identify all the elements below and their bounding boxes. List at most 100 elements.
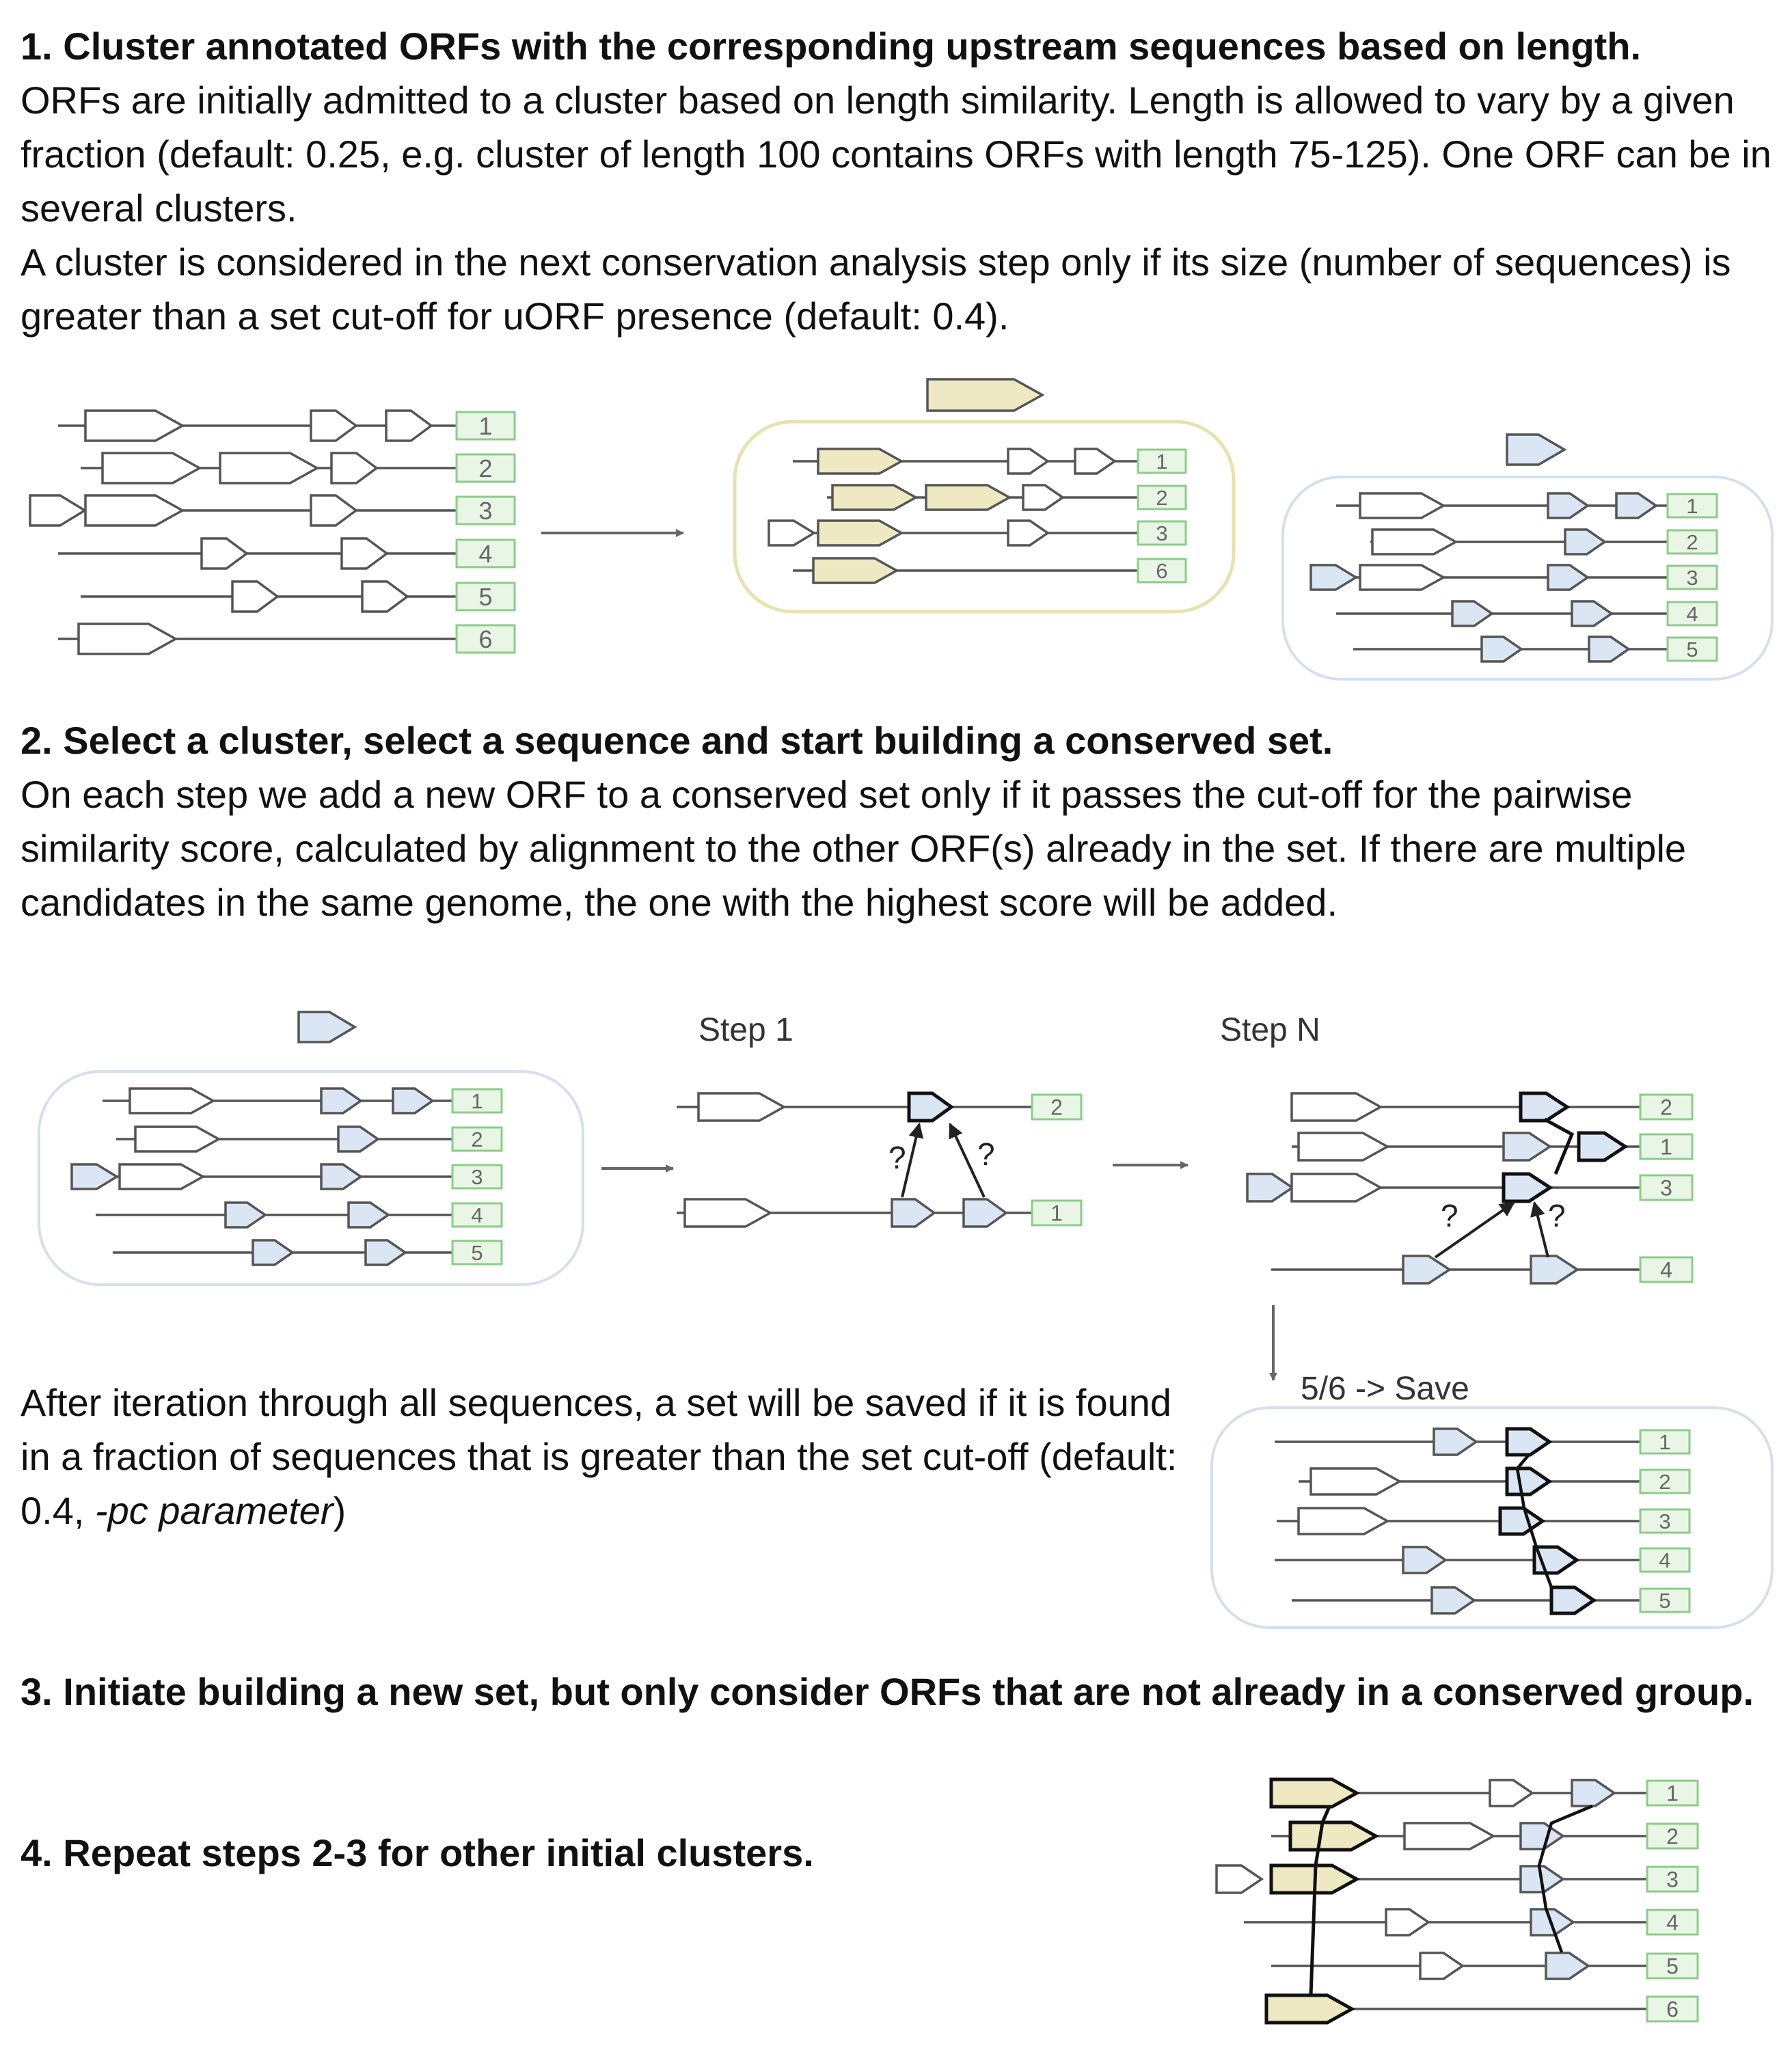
sequence-number: 3 <box>1659 1509 1670 1533</box>
orf-arrow <box>1402 1255 1452 1285</box>
orf-arrow <box>1359 492 1446 519</box>
orf-arrow <box>134 1125 221 1153</box>
sequence-number-box <box>1137 448 1187 474</box>
orf-arrow <box>831 484 919 511</box>
sequence-number-box <box>1646 1822 1699 1850</box>
orf-arrow <box>1502 1132 1553 1162</box>
sequence-number-box <box>1666 636 1718 662</box>
sequence-number-box <box>1639 1133 1694 1160</box>
sequence-number-box <box>1666 564 1718 590</box>
sequence-number-box <box>1639 1468 1691 1494</box>
orf-arrow <box>768 519 817 547</box>
orf-arrow <box>1615 492 1659 519</box>
orf-arrow <box>697 1092 787 1122</box>
save-note-text: After iteration through all sequences, a… <box>21 1381 1178 1532</box>
question-mark: ? <box>977 1136 995 1172</box>
sequence-number-box <box>1639 1547 1691 1573</box>
sequence-number-box <box>455 538 516 569</box>
orf-arrow <box>1571 600 1614 627</box>
candidate-arrow <box>1434 1201 1515 1259</box>
step1-heading: 1. Cluster annotated ORFs with the corre… <box>21 25 1642 68</box>
orf-arrow <box>1502 1172 1553 1203</box>
orf-arrow <box>219 452 320 484</box>
sequence-number: 1 <box>471 1089 483 1113</box>
orf-arrow <box>1309 1467 1402 1496</box>
sequence-number: 2 <box>1660 1095 1672 1120</box>
orf-arrow <box>812 557 899 584</box>
saved-set-box <box>1210 1406 1774 1629</box>
orf-arrow <box>77 623 178 655</box>
orf-arrow <box>200 537 249 570</box>
sequence-number-box <box>1639 1508 1691 1534</box>
save-note-close: ) <box>333 1489 347 1532</box>
sequence-number: 4 <box>1666 1911 1679 1935</box>
sequence-number: 5 <box>1686 638 1698 661</box>
sequence-number: 2 <box>1156 486 1167 510</box>
orf-arrow <box>1519 1822 1566 1850</box>
sequence-number-box <box>1666 529 1718 555</box>
orf-arrow <box>891 1198 937 1228</box>
sequence-number-box <box>1646 1952 1699 1980</box>
orf-arrow <box>1564 528 1607 556</box>
sequence-number-box <box>455 582 516 612</box>
sequence-number: 4 <box>1660 1258 1672 1283</box>
orf-arrow <box>1074 448 1117 475</box>
orf-arrow <box>1505 1427 1553 1457</box>
sequence-number-box <box>1639 1587 1691 1613</box>
orf-arrow <box>1246 1173 1295 1203</box>
orf-arrow <box>1480 635 1524 663</box>
sequence-number: 3 <box>1686 566 1698 590</box>
orf-arrow <box>84 409 185 442</box>
conserved-link <box>1543 1117 1575 1175</box>
orf-arrow <box>1547 492 1590 519</box>
orf-arrow <box>340 537 389 570</box>
sequence-number-box <box>1646 1995 1699 2023</box>
candidate-arrow <box>1530 1201 1549 1258</box>
candidate-arrow <box>949 1123 986 1198</box>
sequence-number-box <box>451 1126 503 1152</box>
orf-arrow <box>1505 1466 1553 1496</box>
sequence-number: 5 <box>471 1241 483 1265</box>
candidate-arrow <box>901 1122 924 1198</box>
orf-arrow <box>224 1201 268 1229</box>
orf-arrow <box>347 1201 391 1229</box>
orf-arrow <box>1588 635 1631 663</box>
orf-arrow <box>128 1087 216 1114</box>
save-label: 5/6 -> Save <box>1301 1371 1469 1407</box>
sequence-number: 4 <box>471 1203 483 1227</box>
orf-arrow <box>310 409 358 442</box>
sequence-number: 1 <box>478 412 492 440</box>
orf-arrow <box>1489 1779 1535 1807</box>
sequence-number: 2 <box>471 1127 483 1151</box>
orf-arrow <box>1007 448 1050 475</box>
sequence-number: 1 <box>1686 494 1698 518</box>
orf-arrow <box>925 484 1012 511</box>
orf-arrow <box>1571 1779 1617 1807</box>
sequence-number-box <box>1639 1429 1691 1455</box>
sequence-number-box <box>1666 601 1718 627</box>
orf-arrow <box>1506 433 1567 466</box>
cluster-box-blue <box>1281 476 1774 681</box>
orf-arrow <box>926 378 1045 412</box>
sequence-number: 5 <box>1659 1589 1670 1613</box>
sequence-number: 5 <box>1666 1954 1679 1979</box>
sequence-number-box <box>451 1164 503 1190</box>
sequence-number: 6 <box>1156 559 1167 583</box>
step4-heading: 4. Repeat steps 2-3 for other initial cl… <box>21 1831 814 1874</box>
orf-arrow <box>310 494 358 527</box>
orf-arrow <box>1297 1132 1390 1162</box>
sequence-number-box <box>1639 1256 1694 1283</box>
question-mark: ? <box>1548 1198 1566 1233</box>
question-mark: ? <box>888 1140 906 1175</box>
sequence-number-box <box>1646 1909 1699 1936</box>
sequence-number: 6 <box>478 625 492 653</box>
sequence-number-box <box>1137 484 1187 510</box>
step2-description: On each step we add a new ORF to a conse… <box>21 773 1687 924</box>
orf-arrow <box>1264 1993 1356 2025</box>
orf-arrow <box>1371 528 1458 556</box>
orf-arrow <box>1288 1820 1380 1852</box>
orf-arrow <box>1022 484 1065 511</box>
sequence-number: 1 <box>1050 1201 1063 1226</box>
